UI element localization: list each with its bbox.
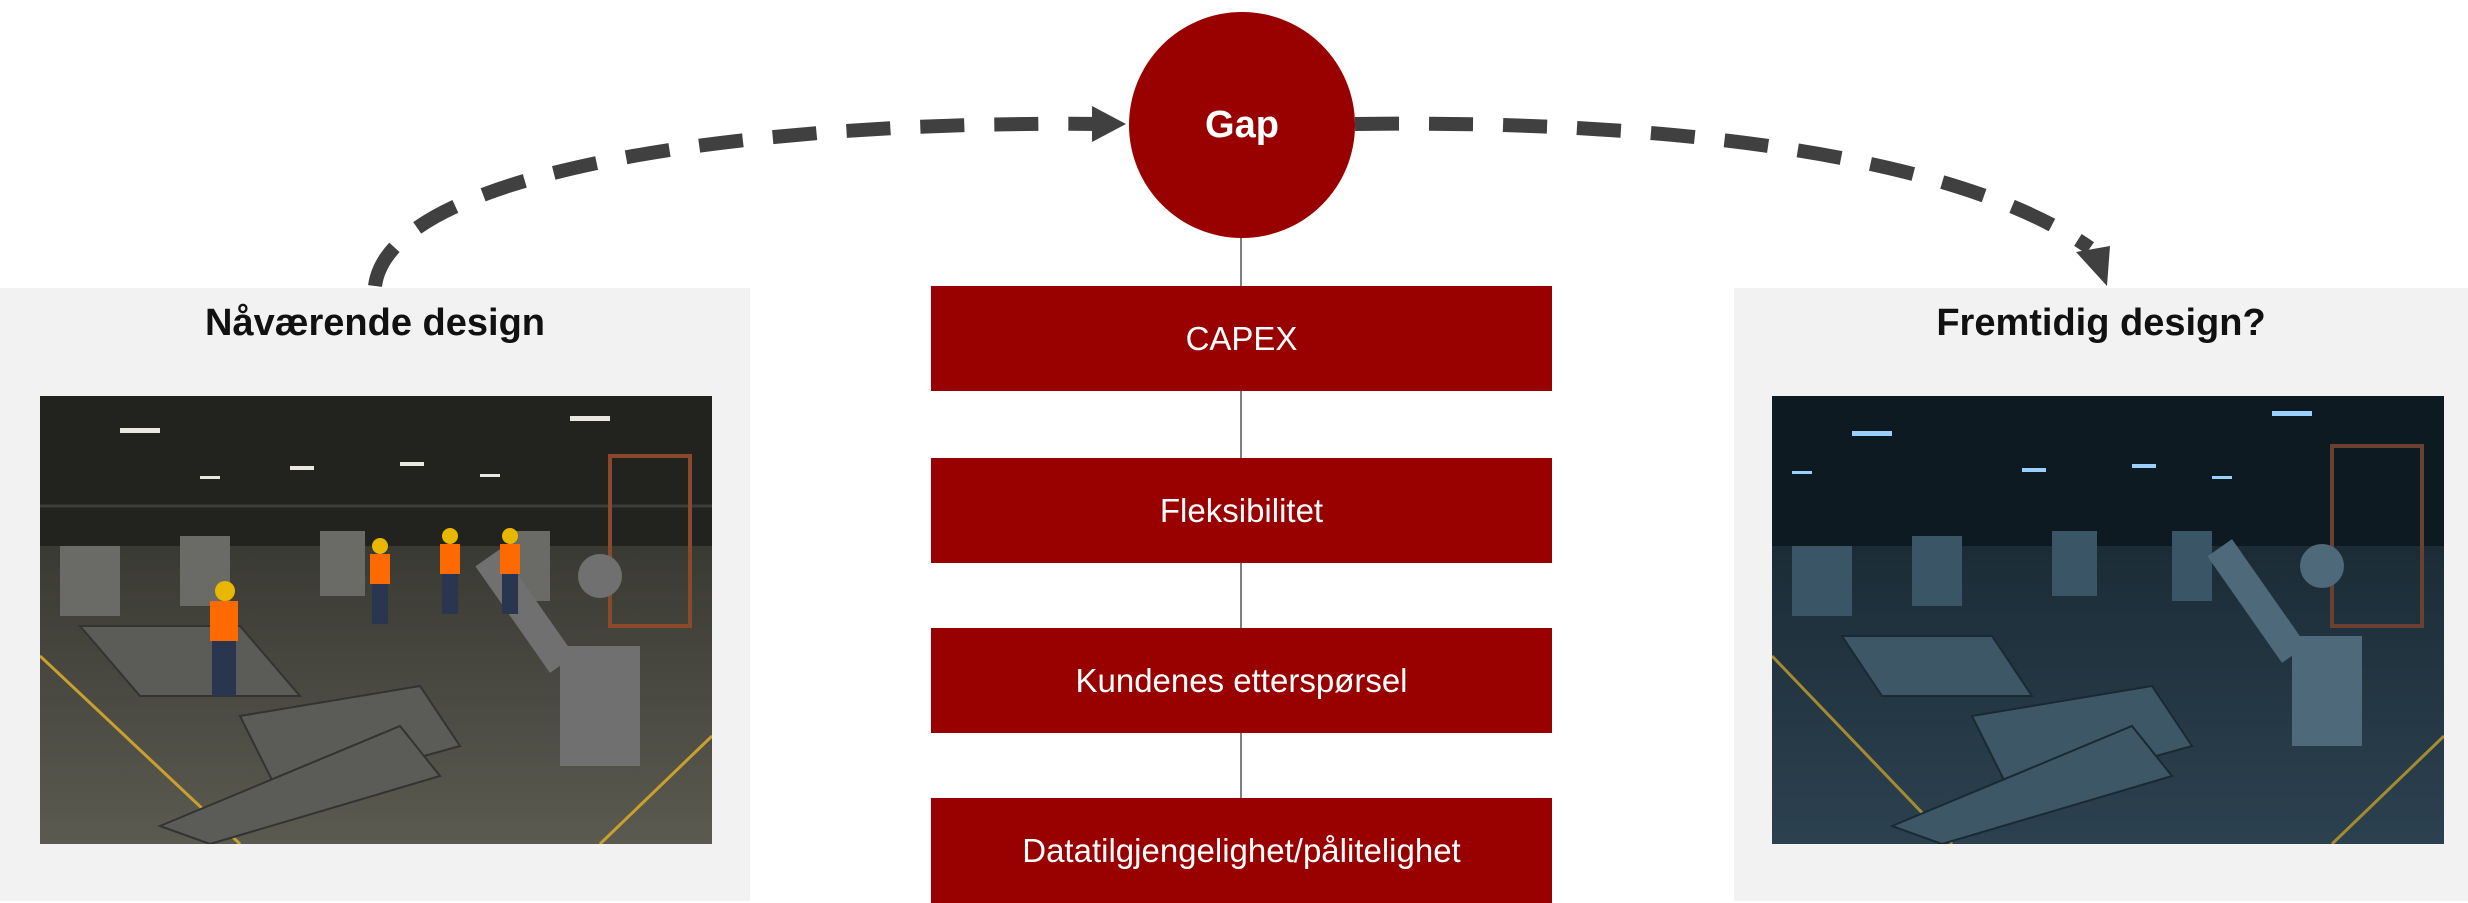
current-factory-photo [40,396,712,844]
factor-datatilgjengelighet: Datatilgjengelighet/pålitelighet [931,798,1552,903]
gap-circle: Gap [1129,12,1355,238]
factor-kundenes-ettersporsel: Kundenes etterspørsel [931,628,1552,733]
future-design-panel: Fremtidig design? [1734,288,2468,901]
arrow-current-to-gap [368,116,1101,288]
current-design-title: Nåværende design [205,302,545,344]
gap-label: Gap [1205,103,1279,146]
current-design-panel: Nåværende design [0,288,750,901]
future-factory-photo [1772,396,2444,844]
arrow-head-to-gap [1092,106,1126,142]
future-design-title: Fremtidig design? [1936,302,2266,344]
factor-capex: CAPEX [931,286,1552,391]
factor-fleksibilitet: Fleksibilitet [931,458,1552,563]
arrow-gap-to-future [1354,116,2095,254]
arrow-head-to-future [2076,246,2110,286]
